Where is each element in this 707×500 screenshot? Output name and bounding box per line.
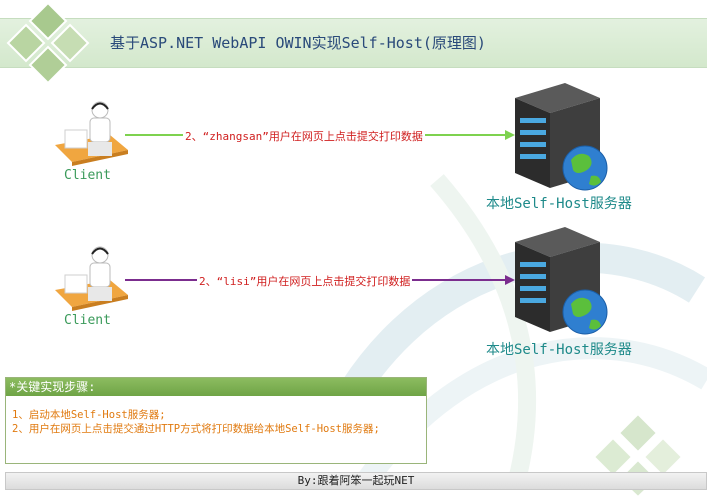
green-diamonds-logo-icon bbox=[6, 1, 90, 85]
person-with-headset-icon bbox=[55, 101, 128, 166]
key-steps-list: 1、启动本地Self-Host服务器; 2、用户在网页上点击提交通过HTTP方式… bbox=[6, 396, 426, 436]
client-label: Client bbox=[64, 168, 111, 183]
step-item: 2、用户在网页上点击提交通过HTTP方式将打印数据给本地Self-Host服务器… bbox=[12, 423, 380, 435]
key-steps-panel: *关键实现步骤: 1、启动本地Self-Host服务器; 2、用户在网页上点击提… bbox=[5, 377, 427, 464]
server-icon bbox=[515, 83, 608, 191]
arrow-label: 2、“zhangsan”用户在网页上点击提交打印数据 bbox=[183, 128, 425, 144]
title-bar bbox=[0, 18, 707, 68]
footer-credit: By:跟着阿笨一起玩NET bbox=[5, 472, 707, 490]
arrow-label: 2、“lisi”用户在网页上点击提交打印数据 bbox=[197, 273, 413, 289]
person-with-headset-icon bbox=[55, 246, 128, 311]
server-label: 本地Self-Host服务器 bbox=[486, 342, 632, 358]
server-label: 本地Self-Host服务器 bbox=[486, 196, 632, 212]
server-icon bbox=[515, 227, 608, 335]
page-title: 基于ASP.NET WebAPI OWIN实现Self-Host(原理图) bbox=[110, 34, 486, 52]
step-item: 1、启动本地Self-Host服务器; bbox=[12, 409, 166, 421]
key-steps-header: *关键实现步骤: bbox=[6, 378, 426, 396]
client-label: Client bbox=[64, 313, 111, 328]
